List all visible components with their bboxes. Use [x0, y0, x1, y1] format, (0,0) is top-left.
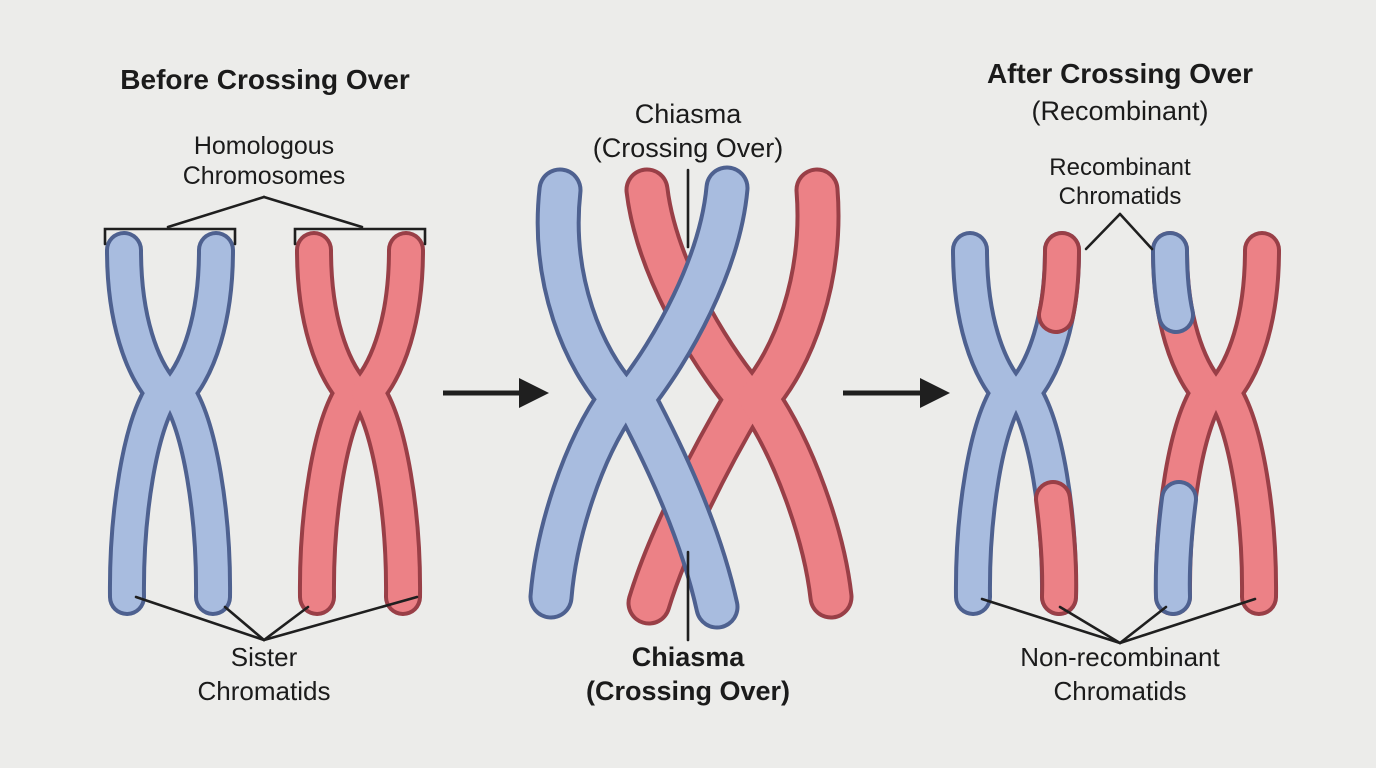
chromatid-fill — [1208, 235, 1277, 612]
during-blue-chromosome — [528, 165, 750, 630]
blue-segment-fill — [1157, 484, 1194, 612]
during-panel-shapes — [528, 165, 854, 642]
before-panel-shapes — [103, 195, 427, 642]
nonrecombinant-pointer-line — [980, 597, 1122, 645]
blue-segment-fill — [1155, 235, 1191, 330]
after-title: After Crossing Over — [986, 58, 1254, 89]
bracket-red-chromosome — [293, 227, 427, 246]
sister-label-line2: Chromatids — [197, 676, 331, 706]
during-red-chromosome — [624, 167, 854, 626]
after-panel-shapes — [951, 212, 1281, 645]
chiasma-top-label-line2: (Crossing Over) — [592, 133, 784, 163]
arrow-head — [920, 378, 950, 408]
sister-label-line1: Sister — [230, 642, 298, 672]
sister-pointer-line — [134, 595, 266, 642]
chiasma-bottom-label-line2: (Crossing Over) — [585, 676, 791, 706]
nonrecombinant-pointer-line — [1058, 605, 1122, 645]
chiasma-top-label-line1: Chiasma — [634, 99, 742, 129]
nonrecombinant-label-line1: Non-recombinant — [1020, 642, 1220, 672]
red-segment-fill — [1038, 484, 1075, 612]
arrow-during-to-after — [843, 378, 950, 408]
sister-pointer-line — [223, 605, 266, 642]
before-title: Before Crossing Over — [120, 64, 410, 95]
recombinant-pointer-line — [1118, 212, 1154, 251]
homologous-pointer-line-left — [166, 195, 266, 229]
chromatid-fill — [739, 171, 850, 616]
recombinant-label-line2: Chromatids — [1058, 183, 1182, 210]
sister-pointer-line — [262, 605, 310, 642]
recombinant-pointer-line — [1084, 212, 1122, 251]
nonrecombinant-pointer-line — [1118, 597, 1257, 645]
after-left-chromosome — [951, 231, 1081, 616]
after-subtitle: (Recombinant) — [1031, 96, 1209, 126]
recombinant-label-line1: Recombinant — [1049, 154, 1191, 181]
chromatid-fill — [162, 235, 231, 612]
homologous-pointer-line-right — [262, 195, 364, 229]
sister-pointer-line — [262, 595, 419, 642]
after-right-chromosome — [1151, 231, 1281, 616]
nonrecombinant-label-line2: Chromatids — [1053, 676, 1187, 706]
before-red-chromosome — [295, 231, 425, 616]
before-blue-chromosome — [105, 231, 235, 616]
arrow-head — [519, 378, 549, 408]
chromatid-fill — [615, 169, 746, 626]
homologous-label-line2: Chromosomes — [182, 162, 346, 190]
red-segment-fill — [1041, 235, 1077, 330]
chromatid-fill — [352, 235, 421, 612]
chiasma-bottom-label-line1: Chiasma — [631, 642, 745, 672]
chromatid-fill — [532, 171, 639, 616]
arrow-before-to-during — [443, 378, 549, 408]
bracket-blue-chromosome — [103, 227, 237, 246]
nonrecombinant-pointer-line — [1118, 605, 1168, 645]
homologous-label-line1: Homologous — [193, 132, 335, 160]
